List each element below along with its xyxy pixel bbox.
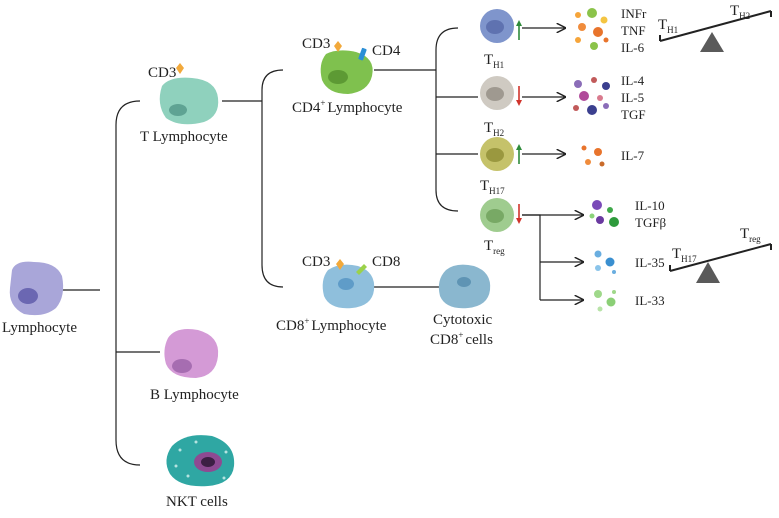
label-b-lymphocyte: B Lymphocyte (150, 387, 239, 403)
cytokine-treg-a-1: IL-10 (635, 198, 665, 213)
cd3-marker-icon (334, 41, 342, 52)
label-cd4-lymphocyte: CD4+Lymphocyte (292, 98, 403, 116)
label-cd3-cd8: CD3 (302, 254, 330, 270)
cytokine-th17-1: IL-7 (621, 148, 645, 163)
label-cytotoxic-line1: Cytotoxic (433, 312, 493, 328)
labels: Lymphocyte T Lymphocyte B Lymphocyte NKT… (2, 3, 761, 510)
cytokine-cluster-th17 (581, 145, 605, 167)
label-lymphocyte: Lymphocyte (2, 320, 77, 336)
label-treg: Treg (484, 238, 505, 256)
label-cd3-cd4: CD3 (302, 36, 330, 52)
balance-bottom-right-label: Treg (740, 226, 761, 244)
cd3-marker-icon (176, 63, 184, 74)
cytokine-cluster-treg-b (594, 250, 616, 274)
connector-treg-bracket (522, 214, 541, 300)
th1-cell (480, 9, 514, 43)
label-t-lymphocyte: T Lymphocyte (140, 129, 228, 145)
cytotoxic-cd8-cell (438, 264, 491, 309)
b-lymphocyte-cell (164, 329, 219, 378)
fulcrum-icon (700, 32, 724, 52)
treg-cell (480, 198, 514, 232)
balance-top-right-label: TH2 (730, 3, 750, 21)
cytokine-arrows (522, 28, 583, 300)
trend-arrows (516, 20, 522, 224)
cytokine-th1-1: INFr (621, 6, 647, 21)
lymphocyte-cell (9, 261, 64, 316)
connector-bracket-3 (435, 27, 459, 212)
cytokine-cluster-treg-c (594, 290, 616, 312)
label-cd3-t: CD3 (148, 65, 176, 81)
label-nkt-cells: NKT cells (166, 494, 228, 510)
cytokine-th2-2: IL-5 (621, 90, 644, 105)
th2-cell (480, 76, 514, 110)
connector-bracket-2 (261, 69, 284, 288)
cd8-lymphocyte-cell (322, 264, 375, 309)
fulcrum-icon (696, 262, 720, 283)
nkt-cell (166, 435, 235, 487)
cytokine-treg-c-1: IL-33 (635, 293, 665, 308)
th17-cell (480, 137, 514, 171)
label-cd8-marker: CD8 (372, 254, 400, 270)
connector-lines (62, 27, 541, 466)
balance-th1-th2 (659, 10, 772, 52)
balance-bottom-left-label: TH17 (672, 246, 697, 264)
trend-up-arrow-th17 (516, 144, 522, 164)
trend-down-arrow-th2 (516, 86, 522, 106)
label-th2: TH2 (484, 120, 504, 138)
trend-up-arrow-th1 (516, 20, 522, 40)
balance-th17-treg (669, 243, 772, 283)
cytokine-th1-3: IL-6 (621, 40, 645, 55)
cytokine-th1-2: TNF (621, 23, 646, 38)
label-cd4-marker: CD4 (372, 43, 401, 59)
cytokine-treg-b-1: IL-35 (635, 255, 665, 270)
trend-down-arrow-treg (516, 204, 522, 224)
cytokine-cluster-treg-a (589, 200, 619, 227)
cytokine-treg-a-2: TGFβ (635, 215, 667, 230)
label-cd8-lymphocyte: CD8+Lymphocyte (276, 316, 387, 334)
balance-top-left-label: TH1 (658, 17, 678, 35)
label-th1: TH1 (484, 52, 504, 70)
label-th17: TH17 (480, 178, 505, 196)
cd3-marker-icon (336, 259, 344, 270)
cytokine-cluster-th1 (575, 8, 609, 50)
cytokine-th2-1: IL-4 (621, 73, 645, 88)
cd4-marker-icon (358, 47, 367, 61)
t-lymphocyte-cell (159, 77, 219, 125)
label-cytotoxic-line2: CD8+cells (430, 330, 493, 348)
surface-markers (176, 41, 367, 275)
cytokine-cluster-th2 (573, 77, 610, 115)
cd8-marker-icon (356, 264, 367, 275)
connector-bracket-1 (115, 100, 141, 466)
cd4-lymphocyte-cell (320, 50, 373, 94)
cytokine-th2-3: TGF (621, 107, 646, 122)
